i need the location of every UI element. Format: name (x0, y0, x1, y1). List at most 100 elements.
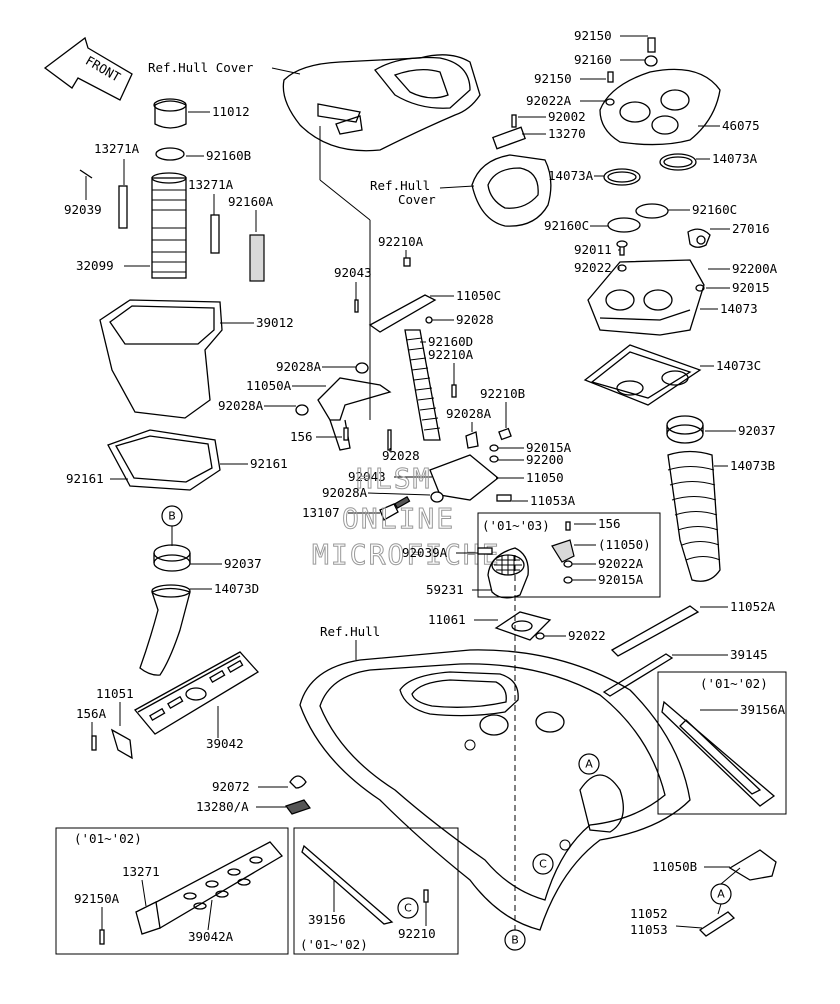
svg-text:A: A (585, 758, 593, 771)
inset-part-92015A: 92015A (598, 572, 644, 587)
fasteners-92210B-drawing (379, 427, 512, 521)
part-14073B: 14073B (730, 458, 775, 473)
svg-text:B: B (511, 934, 519, 947)
part-11012: 11012 (212, 104, 250, 119)
grill-59231-drawing (477, 547, 552, 641)
clips-drawing (79, 169, 265, 282)
bin-39012-drawing (99, 299, 223, 419)
part-92150A: 92150A (74, 891, 120, 906)
cap-11012-drawing (153, 98, 187, 161)
part-32099: 32099 (76, 258, 114, 273)
small-fasteners-right (616, 228, 711, 292)
part-92015: 92015 (732, 280, 770, 295)
part-13280A: 13280/A (196, 799, 249, 814)
inset-part-156: 156 (598, 516, 621, 531)
tray-14073C-drawing (583, 344, 702, 406)
lever-11050A-drawing (295, 362, 392, 451)
part-92022-top: 92022 (574, 260, 612, 275)
ref-hull-cover-top: Ref.Hull Cover (148, 60, 254, 75)
part-11053: 11053 (630, 922, 668, 937)
part-11050C: 11050C (456, 288, 501, 303)
bracket-11050C-drawing (354, 257, 437, 333)
part-92160C-r: 92160C (692, 202, 737, 217)
part-27016: 27016 (732, 221, 770, 236)
part-92210B: 92210B (480, 386, 525, 401)
ref-hull: Ref.Hull (320, 624, 380, 639)
part-92039: 92039 (64, 202, 102, 217)
ref-hull-cover-mid-2: Cover (398, 192, 436, 207)
hose-14073D-drawing (139, 544, 191, 676)
watermark: HLSM ONLINE MICROFICHE (312, 462, 500, 572)
part-11051: 11051 (96, 686, 134, 701)
part-11052A: 11052A (730, 599, 776, 614)
rail-11052A-drawing (602, 605, 700, 697)
part-13270: 13270 (548, 126, 586, 141)
hull-cover-top-drawing (282, 54, 481, 152)
part-92028A-1: 92028A (276, 359, 322, 374)
part-11050: 11050 (526, 470, 564, 485)
part-13107: 13107 (302, 505, 340, 520)
hull-cover-mid-drawing (471, 154, 552, 227)
part-92210A-1: 92210A (378, 234, 424, 249)
svg-text:A: A (717, 888, 725, 901)
inset-part-11050: (11050) (598, 537, 651, 552)
tube-32099-drawing (151, 172, 187, 279)
part-39042A: 39042A (188, 929, 234, 944)
part-92160B: 92160B (206, 148, 251, 163)
part-92002: 92002 (548, 109, 586, 124)
part-92160C-l: 92160C (544, 218, 589, 233)
spring-92160D-drawing (404, 316, 457, 441)
part-39012: 39012 (256, 315, 294, 330)
part-92150-top: 92150 (574, 28, 612, 43)
part-92200: 92200 (526, 452, 564, 467)
part-39145: 39145 (730, 647, 768, 662)
part-92028A-3: 92028A (446, 406, 492, 421)
callout-C-inset (397, 897, 419, 919)
part-92028A-2: 92028A (218, 398, 264, 413)
part-39042: 39042 (206, 736, 244, 751)
gasket-92161-drawing (107, 429, 221, 491)
part-14073A-r: 14073A (712, 151, 758, 166)
inset-bm-year: ('01~'02) (300, 937, 368, 952)
svg-text:HLSM: HLSM (356, 462, 431, 495)
svg-text:C: C (404, 902, 412, 915)
inset-part-92022A: 92022A (598, 556, 644, 571)
part-92161-r: 92161 (250, 456, 288, 471)
callout-B-bottom (504, 929, 526, 951)
part-92210A-2: 92210A (428, 347, 474, 362)
bracket-11050B-drawing (698, 849, 777, 937)
part-156: 156 (290, 429, 313, 444)
part-14073C: 14073C (716, 358, 761, 373)
svg-text:C: C (539, 858, 547, 871)
part-92200A: 92200A (732, 261, 778, 276)
part-92043-2: 92043 (348, 469, 386, 484)
part-59231: 59231 (426, 582, 464, 597)
part-92022A-top: 92022A (526, 93, 572, 108)
hull-drawing (299, 649, 691, 931)
callout-C-mid (532, 853, 554, 875)
part-92028-2: 92028 (382, 448, 420, 463)
svg-text:ONLINE: ONLINE (342, 502, 455, 535)
callout-A-mid (578, 753, 600, 775)
part-11053A: 11053A (530, 493, 576, 508)
clip-92072-drawing (285, 775, 311, 815)
svg-text:B: B (168, 510, 176, 523)
part-92161-l: 92161 (66, 471, 104, 486)
rings-drawing (603, 153, 697, 233)
part-39156A: 39156A (740, 702, 786, 717)
part-92037-r: 92037 (738, 423, 776, 438)
box-14073-drawing (587, 259, 705, 336)
inset-01-03-year: ('01~'03) (482, 518, 550, 533)
part-13271: 13271 (122, 864, 160, 879)
part-39156: 39156 (308, 912, 346, 927)
part-11050B: 11050B (652, 859, 697, 874)
part-13271A-1: 13271A (94, 141, 140, 156)
part-11052: 11052 (630, 906, 668, 921)
part-92039A: 92039A (402, 545, 448, 560)
part-92150: 92150 (534, 71, 572, 86)
part-14073D: 14073D (214, 581, 259, 596)
part-11050A: 11050A (246, 378, 292, 393)
ref-hull-cover-mid-1: Ref.Hull (370, 178, 430, 193)
part-156A: 156A (76, 706, 107, 721)
